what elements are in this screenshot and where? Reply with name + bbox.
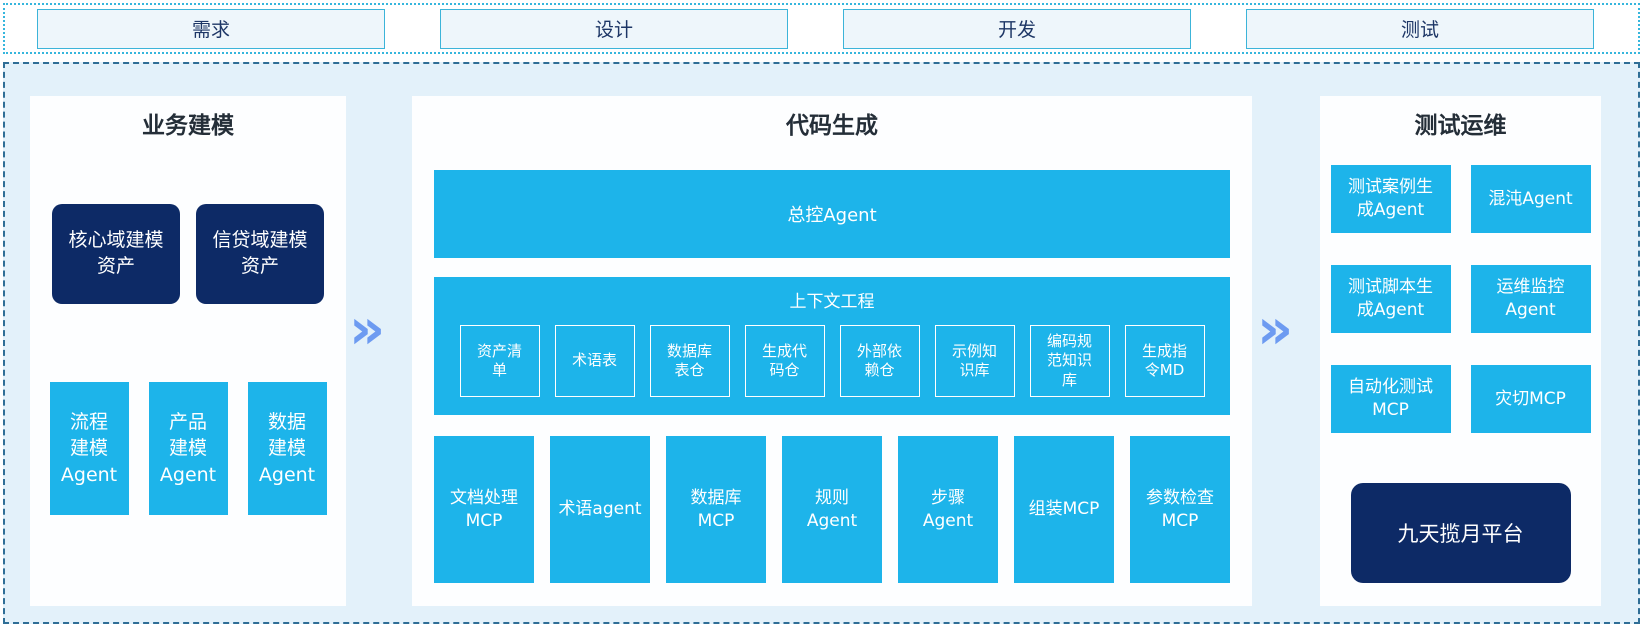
box-product-modeling-agent: 产品建模Agent (148, 382, 228, 515)
phase-strip: 需求 设计 开发 测试 (3, 3, 1640, 54)
box-disaster-switch-mcp: 灾切MCP (1470, 365, 1591, 433)
phase-box-design: 设计 (440, 8, 788, 49)
box-rule-agent: 规则Agent (782, 436, 882, 583)
box-step-agent: 步骤Agent (898, 436, 998, 583)
double-chevron-right-icon: » (349, 297, 385, 362)
panel-test-ops: 测试运维 测试案例生成Agent 混沌Agent 测试脚本生成Agent 运维监… (1320, 96, 1601, 606)
box-credit-domain-modeling-assets: 信贷域建模资产 (196, 204, 324, 304)
box-test-script-generation-agent: 测试脚本生成Agent (1330, 265, 1451, 333)
double-chevron-right-icon: » (1257, 297, 1293, 362)
panel-title-test-ops: 测试运维 (1414, 113, 1507, 139)
box-example-knowledge-base: 示例知识库 (934, 325, 1015, 397)
box-generated-code-repo: 生成代码仓 (744, 325, 825, 397)
panel-business-modeling: 业务建模 核心域建模资产 信贷域建模资产 流程建模Agent 产品建模Agent… (30, 96, 346, 606)
box-chaos-agent: 混沌Agent (1470, 165, 1591, 233)
box-external-dependency-repo: 外部依赖仓 (839, 325, 920, 397)
box-glossary: 术语表 (554, 325, 635, 397)
box-generation-instruction-md: 生成指令MD (1124, 325, 1205, 397)
box-parameter-check-mcp: 参数检查MCP (1130, 436, 1230, 583)
context-engineering-row: 资产清单 术语表 数据库表仓 生成代码仓 外部依赖仓 示例知识库 编码规范知识库… (434, 325, 1230, 397)
box-jiutian-lanyue-platform: 九天揽月平台 (1350, 483, 1571, 583)
box-document-processing-mcp: 文档处理MCP (434, 436, 534, 583)
executor-row: 文档处理MCP 术语agent 数据库MCP 规则Agent 步骤Agent 组… (434, 436, 1230, 583)
box-database-table-repo: 数据库表仓 (649, 325, 730, 397)
box-core-domain-modeling-assets: 核心域建模资产 (52, 204, 180, 304)
context-engineering-title: 上下文工程 (789, 292, 875, 312)
modeling-agent-row: 流程建模Agent 产品建模Agent 数据建模Agent (30, 382, 346, 515)
panel-title-code-generation: 代码生成 (786, 113, 878, 139)
box-asset-list: 资产清单 (459, 325, 540, 397)
panel-code-generation: 代码生成 总控Agent 上下文工程 资产清单 术语表 数据库表仓 生成代码仓 … (412, 96, 1252, 606)
box-ops-monitoring-agent: 运维监控Agent (1470, 265, 1591, 333)
box-glossary-agent: 术语agent (550, 436, 650, 583)
phase-box-testing: 测试 (1246, 8, 1594, 49)
phase-box-requirements: 需求 (37, 8, 385, 49)
box-coding-standard-knowledge-base: 编码规范知识库 (1029, 325, 1110, 397)
panel-title-business-modeling: 业务建模 (142, 113, 234, 139)
phase-box-development: 开发 (843, 8, 1191, 49)
box-automated-testing-mcp: 自动化测试MCP (1330, 365, 1451, 433)
box-master-control-agent: 总控Agent (434, 170, 1230, 258)
box-assembly-mcp: 组装MCP (1014, 436, 1114, 583)
box-database-mcp: 数据库MCP (666, 436, 766, 583)
test-ops-grid: 测试案例生成Agent 混沌Agent 测试脚本生成Agent 运维监控Agen… (1320, 165, 1601, 433)
context-engineering-group: 上下文工程 资产清单 术语表 数据库表仓 生成代码仓 外部依赖仓 示例知识库 编… (434, 277, 1230, 415)
box-test-case-generation-agent: 测试案例生成Agent (1330, 165, 1451, 233)
asset-row: 核心域建模资产 信贷域建模资产 (30, 204, 346, 304)
box-process-modeling-agent: 流程建模Agent (49, 382, 129, 515)
box-data-modeling-agent: 数据建模Agent (247, 382, 327, 515)
main-container: 业务建模 核心域建模资产 信贷域建模资产 流程建模Agent 产品建模Agent… (3, 62, 1640, 624)
